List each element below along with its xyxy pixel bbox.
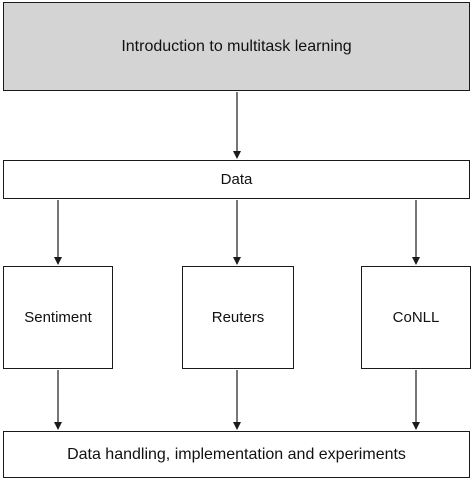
data-label: Data [220,171,253,188]
sentiment-box: Sentiment [3,266,113,369]
intro-label: Introduction to multitask learning [121,37,352,55]
reuters-box: Reuters [182,266,294,369]
reuters-label: Reuters [211,309,265,326]
conll-label: CoNLL [392,309,440,326]
conll-box: CoNLL [361,266,471,369]
sentiment-label: Sentiment [24,309,92,326]
data-box: Data [3,160,470,199]
intro-box: Introduction to multitask learning [3,2,470,91]
handling-label: Data handling, implementation and experi… [67,445,406,463]
handling-box: Data handling, implementation and experi… [3,431,470,478]
